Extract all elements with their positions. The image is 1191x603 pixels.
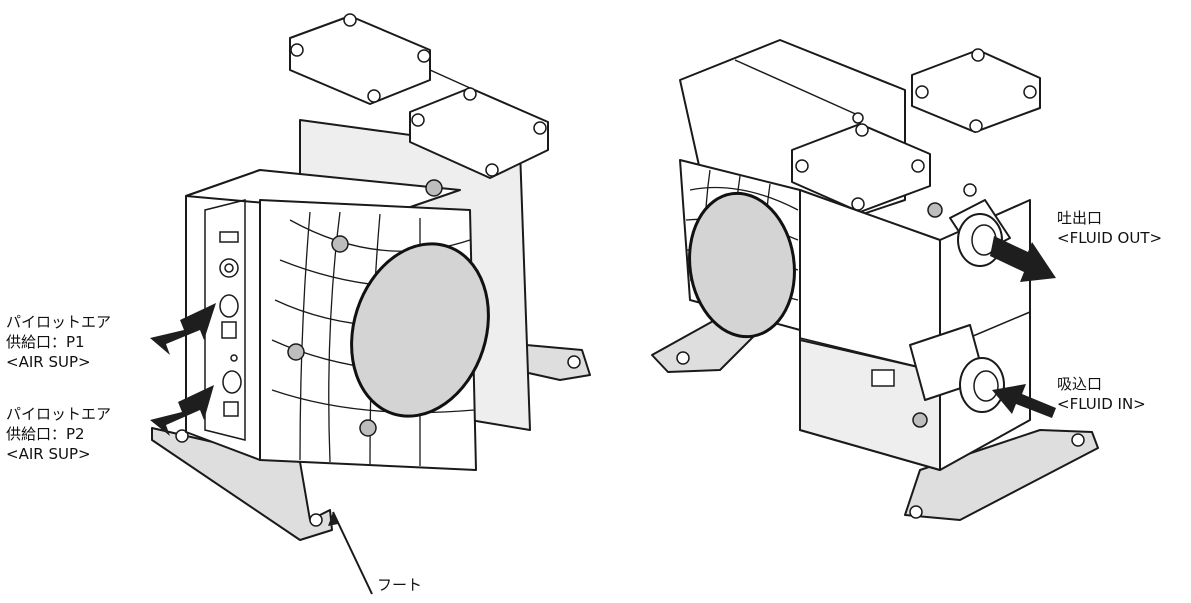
screw bbox=[367, 89, 381, 103]
bolt bbox=[359, 419, 377, 437]
screw bbox=[485, 163, 499, 177]
label-pilot-p1-line1: パイロットエア bbox=[6, 313, 112, 331]
arrow-p2 bbox=[150, 385, 214, 436]
foot-hole bbox=[567, 355, 581, 369]
bolt bbox=[287, 343, 305, 361]
label-pilot-p2-line1: パイロットエア bbox=[6, 405, 112, 423]
label-fluid-in-line1: 吸込口 bbox=[1057, 375, 1103, 393]
screw bbox=[533, 121, 547, 135]
label-fluid-out-line1: 吐出口 bbox=[1057, 209, 1103, 227]
label-pilot-p1-line2: 供給口：P1 bbox=[6, 333, 85, 351]
screw bbox=[290, 43, 304, 57]
label-foot: フート bbox=[377, 575, 422, 595]
label-fluid-in: 吸込口 <FLUID IN> bbox=[1057, 374, 1146, 414]
label-pilot-p2-line2: 供給口：P2 bbox=[6, 425, 85, 443]
label-fluid-out: 吐出口 <FLUID OUT> bbox=[1057, 208, 1162, 248]
arrow-fluid-in bbox=[992, 384, 1056, 418]
screw bbox=[463, 87, 477, 101]
nameplate bbox=[871, 369, 895, 387]
right-pump bbox=[651, 39, 1099, 521]
bolt bbox=[425, 179, 443, 197]
port-p2 bbox=[222, 370, 242, 394]
label-foot-line1: フート bbox=[377, 576, 423, 594]
label-fluid-out-line2: <FLUID OUT> bbox=[1057, 229, 1163, 247]
screw bbox=[411, 113, 425, 127]
arrow-fluid-out bbox=[990, 236, 1056, 282]
label-pilot-p2: パイロットエア 供給口：P2 <AIR SUP> bbox=[6, 404, 111, 464]
right-foot-right bbox=[904, 429, 1099, 521]
bolt bbox=[331, 235, 349, 253]
port-hole bbox=[219, 294, 239, 318]
label-pilot-p2-line3: <AIR SUP> bbox=[6, 445, 91, 463]
foot-leader-line bbox=[332, 511, 373, 595]
screw bbox=[343, 13, 357, 27]
left-diaphragm-disc bbox=[350, 242, 490, 418]
screw bbox=[417, 49, 431, 63]
foot-hole bbox=[309, 513, 323, 527]
left-top-cover-1 bbox=[289, 15, 431, 105]
label-pilot-p1: パイロットエア 供給口：P1 <AIR SUP> bbox=[6, 312, 111, 372]
label-pilot-p1-line3: <AIR SUP> bbox=[6, 353, 91, 371]
foot-hole bbox=[175, 429, 189, 443]
left-pump bbox=[151, 13, 591, 541]
right-diaphragm-disc bbox=[688, 191, 796, 339]
port-marker bbox=[219, 231, 239, 243]
label-fluid-in-line2: <FLUID IN> bbox=[1057, 395, 1146, 413]
arrow-p1 bbox=[150, 303, 216, 355]
